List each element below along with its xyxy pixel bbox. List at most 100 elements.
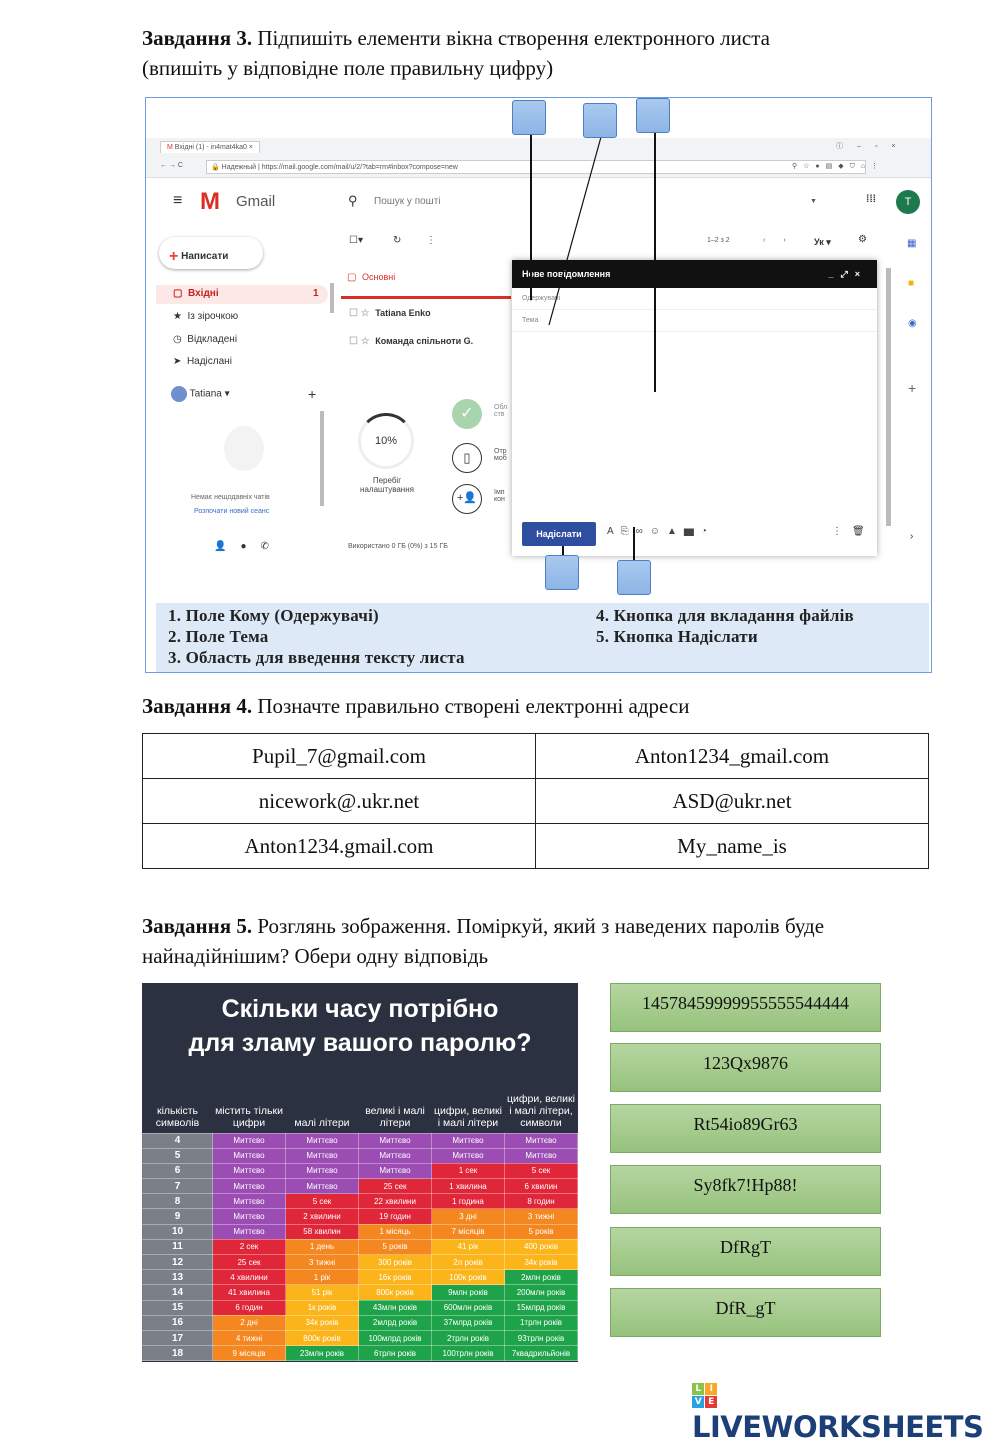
crack-time-cell: 1к років [285,1299,359,1316]
nav-snoozed[interactable]: ◷ Відкладені [173,334,238,345]
tasks-icon[interactable]: ◉ [908,318,917,329]
subject-field[interactable]: Тема [512,310,877,332]
crack-time-cell: 37млрд років [431,1314,505,1331]
calendar-icon[interactable]: ▦ [907,238,917,249]
symbol-count: 9 [142,1208,213,1225]
email-option[interactable]: ASD@ukr.net [535,778,929,824]
symbol-count: 16 [142,1314,213,1331]
crack-time-cell: 5 сек [285,1193,359,1210]
crack-time-cell: 2млрд років [358,1314,432,1331]
nav-buttons[interactable]: ← → C [160,162,183,169]
answer-box-send[interactable] [545,555,579,590]
email-option[interactable]: Anton1234.gmail.com [142,823,536,869]
answer-box-subject[interactable] [583,103,617,138]
new-session-link[interactable]: Розпочати новий сеанс [194,508,270,515]
email-option[interactable]: nicework@.ukr.net [142,778,536,824]
crack-time-cell: 9млн років [431,1284,505,1301]
password-option[interactable]: 123Qx9876 [610,1043,881,1092]
password-option[interactable]: DfRgT [610,1227,881,1276]
search-options-icon[interactable]: ▼ [810,198,817,205]
compose-button[interactable]: + Написати [159,237,263,269]
crack-time-cell: Миттєво [212,1147,286,1164]
compose-window-controls[interactable]: _⤢× [828,269,867,279]
password-option[interactable]: Sy8fk7!Hp88! [610,1165,881,1214]
column-header: малі літери [294,1116,350,1129]
menu-icon[interactable]: ≡ [173,192,183,209]
crack-time-cell: Миттєво [504,1132,578,1149]
to-field[interactable]: Одержувачі [512,288,877,310]
extension-icons[interactable]: ⚲☆●▤◆⛉⌂⋮ [792,163,885,170]
language-select[interactable]: Ук ▾ [814,237,831,247]
answer-box-attach[interactable] [617,560,651,595]
page-arrows[interactable]: ‹› [763,237,804,244]
window-controls[interactable]: ⓘ–▫× [836,143,910,150]
crack-time-cell: 800к років [285,1329,359,1347]
crack-time-cell: 1 хвилина [431,1178,505,1195]
crack-time-cell: Миттєво [431,1132,505,1149]
password-option[interactable]: 14578459999955555544444 [610,983,881,1032]
symbol-count: 13 [142,1269,213,1286]
more-icon[interactable]: ⋮ [426,235,436,246]
settings-gear-icon[interactable]: ⚙ [858,234,867,245]
password-option[interactable]: Rt54io89Gr63 [610,1104,881,1153]
add-chat-icon[interactable]: + [308,386,317,402]
refresh-icon[interactable]: ↻ [393,235,402,246]
crack-time-table: кількість символів містить тільки цифри ма… [142,1075,578,1362]
column-header: кількість символів [155,1104,200,1129]
crack-time-cell: 2л років [431,1253,505,1271]
email-row[interactable]: ☐ ☆ Команда спільноти G. [349,336,474,347]
tab-primary[interactable]: ▢ Основні [347,272,396,283]
crack-time-cell: 7квадрильйонів [504,1345,578,1362]
keep-icon[interactable]: ■ [908,278,915,289]
more-trash-icons[interactable]: ⋮🗑 [832,526,875,537]
browser-tab[interactable]: M Вхідні (1) - in4mat4ka0 × [160,141,260,153]
email-row[interactable]: ☐ ☆ Tatiana Enko [349,308,431,319]
scrollbar[interactable] [886,268,891,526]
select-checkbox[interactable]: ☐▾ [349,235,363,246]
crack-time-cell: Миттєво [285,1178,359,1195]
crack-time-cell: 5 років [358,1238,432,1256]
answer-box-recipients[interactable] [512,100,546,135]
search-input[interactable]: Пошук у пошті [374,196,441,207]
expand-panel-icon[interactable]: › [910,531,914,542]
address-bar[interactable]: 🔒 Надежный | https://mail.google.com/mai… [206,160,866,174]
compose-header: Нове повідомлення_⤢× [512,260,877,288]
app-name: Gmail [236,193,276,210]
search-icon[interactable]: ⚲ [348,193,358,208]
email-option[interactable]: Pupil_7@gmail.com [142,733,536,779]
crack-time-cell: 25 сек [358,1178,432,1195]
column-header: містить тільки цифри [215,1104,283,1129]
crack-time-cell: 23млн років [285,1345,359,1362]
password-option[interactable]: DfR_gT [610,1288,881,1337]
send-button[interactable]: Надіслати [522,522,596,546]
nav-sent[interactable]: ➤ Надіслані [173,356,232,367]
symbol-count: 6 [142,1162,213,1180]
gmail-screenshot: M Вхідні (1) - in4mat4ka0 × ← → C 🔒 Наде… [145,97,932,673]
email-option[interactable]: Anton1234_gmail.com [535,733,929,779]
nav-starred[interactable]: ★ Із зірочкою [173,311,239,322]
no-chats-text: Немає нещодавніх чатів [191,494,270,501]
crack-time-cell: 6 хвилин [504,1178,578,1195]
task3-heading-line2: (впишіть у відповідне поле правильну циф… [142,56,554,80]
crack-time-cell: 4 хвилини [212,1269,286,1286]
crack-time-cell: 100к років [431,1269,505,1286]
email-option[interactable]: My_name_is [535,823,929,869]
hangouts-user[interactable]: Tatiana ▾ [171,386,230,402]
answer-box-body[interactable] [636,98,670,133]
formatting-toolbar-icons[interactable]: A⎘∞☺▲▆◔ [607,526,714,537]
crack-time-cell: 300 років [358,1253,432,1271]
chat-bar-icons[interactable]: 👤●✆ [214,541,283,552]
apps-grid-icon[interactable]: ⁞⁞⁞ [866,194,876,205]
symbol-count: 4 [142,1132,213,1149]
add-addon-icon[interactable]: + [908,380,917,396]
avatar[interactable]: T [896,190,920,214]
